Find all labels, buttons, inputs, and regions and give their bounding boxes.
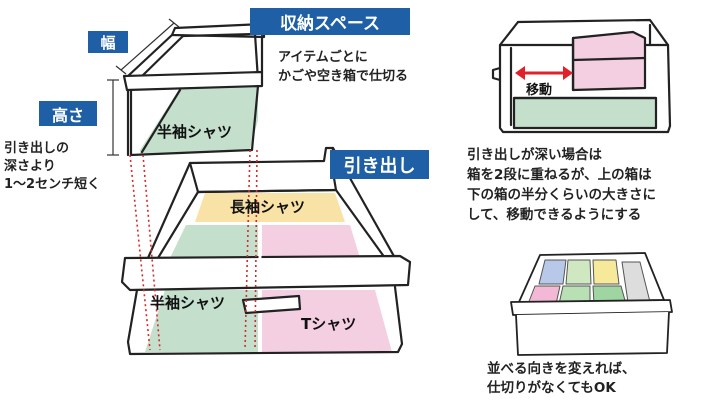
folded-clothes xyxy=(527,259,651,305)
storage-green-fill xyxy=(140,85,258,155)
deep-drawer-note-line-2: 箱を2段に重ねるが、上の箱は xyxy=(467,167,652,183)
label-move: 移動 xyxy=(526,82,552,98)
drawer-tag: 引き出し xyxy=(330,150,429,179)
height-note-line-2: 深さより xyxy=(4,159,56,174)
width-dim-tick1 xyxy=(115,65,127,75)
storage-space-tag: 収納スペース xyxy=(250,8,410,35)
drawer-back-inner xyxy=(196,188,338,194)
drawer-green-back xyxy=(170,225,258,258)
direction-note: 並べる向きを変えれば、 仕切りがなくてもOK xyxy=(487,360,636,398)
width-dim-tick2 xyxy=(168,18,180,28)
deep-drawer-note: 引き出しが深い場合は 箱を2段に重ねるが、上の箱は 下の箱の半分くらいの大きさに… xyxy=(467,145,656,225)
label-short-sleeve-top: 半袖シャツ xyxy=(157,123,232,141)
drawer-front-panel xyxy=(126,285,404,356)
projection-line-3 xyxy=(244,149,251,351)
drawer-left-wall xyxy=(146,161,200,260)
direction-note-line-2: 仕切りがなくてもOK xyxy=(487,380,616,396)
drawer-front-rim xyxy=(120,254,412,292)
storage-note-line-2: かごや空き箱で仕切る xyxy=(278,69,409,84)
move-arrow-left-head xyxy=(515,66,525,80)
drawer-illustration xyxy=(120,146,412,356)
move-arrow-right-head xyxy=(563,66,573,80)
folded-drawer-front-rim xyxy=(510,299,673,316)
stacked-outer-top xyxy=(516,18,670,47)
drawer-pink-back xyxy=(262,225,360,258)
deep-drawer-note-line-3: 下の箱の半分くらいの大きさに xyxy=(467,187,656,203)
height-note: 引き出しの 深さより 1〜2センチ短く xyxy=(4,140,100,194)
label-long-sleeve: 長袖シャツ xyxy=(230,198,305,216)
label-short-sleeve-bottom: 半袖シャツ xyxy=(150,294,225,312)
stacked-side-knob xyxy=(491,66,502,82)
projection-lines xyxy=(129,149,258,351)
stacked-top-box xyxy=(571,30,647,92)
folded-drawer-illustration xyxy=(510,252,673,356)
height-note-line-1: 引き出しの xyxy=(4,141,70,156)
height-tag: 高さ xyxy=(39,101,97,126)
projection-line-1 xyxy=(129,154,151,351)
deep-drawer-note-line-1: 引き出しが深い場合は xyxy=(467,147,602,163)
deep-drawer-note-line-4: して、移動できるようにする xyxy=(467,207,642,223)
storage-front-rim xyxy=(122,70,264,92)
cloth-blue xyxy=(538,259,567,285)
width-dim-line xyxy=(120,22,175,71)
drawer-handle xyxy=(241,294,302,315)
stacked-bottom-box xyxy=(512,96,658,130)
label-tshirt: Tシャツ xyxy=(301,315,356,333)
cloth-yellow xyxy=(592,259,620,285)
storage-note: アイテムごとに かごや空き箱で仕切る xyxy=(278,48,408,86)
height-note-line-3: 1〜2センチ短く xyxy=(4,177,101,192)
storage-front-panel xyxy=(129,84,260,157)
move-arrow xyxy=(515,66,573,80)
folded-drawer-front xyxy=(515,311,670,356)
drawer-back-panel xyxy=(188,146,338,194)
cloth-green-light xyxy=(565,259,592,285)
dimension-lines xyxy=(107,18,180,156)
drawer-green-front xyxy=(145,290,258,352)
drawer-yellow xyxy=(195,193,345,222)
storage-inner-divider xyxy=(140,88,182,154)
storage-note-line-1: アイテムごとに xyxy=(278,50,368,65)
direction-note-line-1: 並べる向きを変えれば、 xyxy=(487,361,636,377)
projection-line-4 xyxy=(254,149,258,351)
stacked-boxes-illustration xyxy=(491,18,672,134)
width-tag: 幅 xyxy=(88,31,128,53)
stacked-top-box-lid xyxy=(571,56,647,62)
